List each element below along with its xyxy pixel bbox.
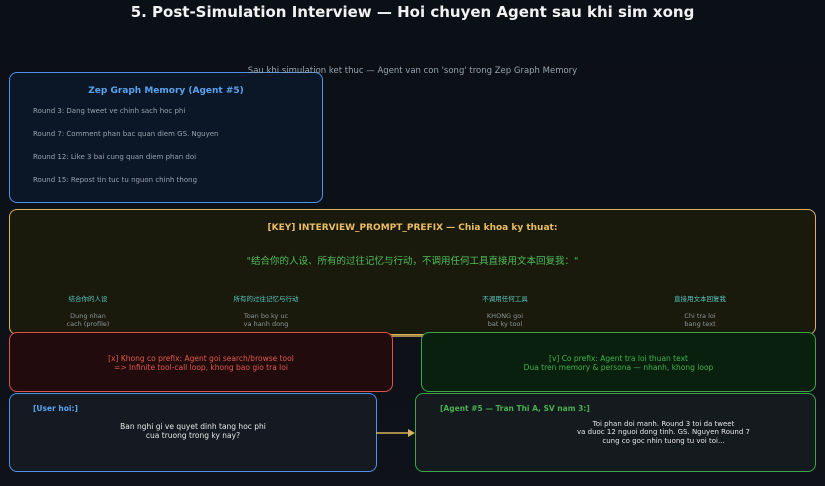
user-header: [User hoi:] xyxy=(33,404,78,413)
memory-round-item: Round 15: Repost tin tuc tu nguon chinh … xyxy=(33,176,198,184)
user-question-text: Ban nghi gi ve quyet dinh tang hoc phi c… xyxy=(120,422,266,440)
zep-memory-box: Zep Graph Memory (Agent #5) Round 3: Dan… xyxy=(9,72,323,203)
page-title: 5. Post-Simulation Interview — Hoi chuye… xyxy=(130,3,695,21)
with-prefix-box: [v] Co prefix: Agent tra loi thuan text … xyxy=(421,332,816,392)
agent-header: [Agent #5 — Tran Thi A, SV nam 3:] xyxy=(440,404,590,413)
page-subtitle: Sau khi simulation ket thuc — Agent van … xyxy=(247,66,578,76)
memory-round-item: Round 3: Dang tweet ve chinh sach hoc ph… xyxy=(33,107,186,115)
memory-round-item: Round 7: Comment phan bac quan diem GS. … xyxy=(33,130,219,138)
connector-line xyxy=(392,335,426,337)
term-chinese: 结合你的人设 xyxy=(68,295,108,303)
with-prefix-text: [v] Co prefix: Agent tra loi thuan text … xyxy=(523,354,714,372)
memory-round-item: Round 12: Like 3 bai cung quan diem phan… xyxy=(33,153,197,161)
user-question-box: [User hoi:] Ban nghi gi ve quyet dinh ta… xyxy=(9,393,377,472)
no-prefix-box: [x] Khong co prefix: Agent goi search/br… xyxy=(9,332,393,392)
interview-prefix-box: [KEY] INTERVIEW_PROMPT_PREFIX — Chia kho… xyxy=(9,209,816,335)
agent-answer-box: [Agent #5 — Tran Thi A, SV nam 3:] Toi p… xyxy=(415,393,816,472)
prefix-quote: "结合你的人设、所有的过往记忆与行动，不调用任何工具直接用文本回复我：" xyxy=(246,256,579,267)
arrow-icon xyxy=(376,429,415,437)
memory-header: Zep Graph Memory (Agent #5) xyxy=(88,86,244,96)
prefix-header: [KEY] INTERVIEW_PROMPT_PREFIX — Chia kho… xyxy=(267,223,558,233)
agent-answer-text: Toi phan doi manh. Round 3 toi da tweet … xyxy=(576,420,750,445)
term-chinese: 所有的过往记忆与行动 xyxy=(233,295,299,303)
term-chinese: 直接用文本回复我 xyxy=(674,295,726,303)
term-chinese: 不调用任何工具 xyxy=(482,295,528,303)
no-prefix-text: [x] Khong co prefix: Agent goi search/br… xyxy=(108,354,294,372)
